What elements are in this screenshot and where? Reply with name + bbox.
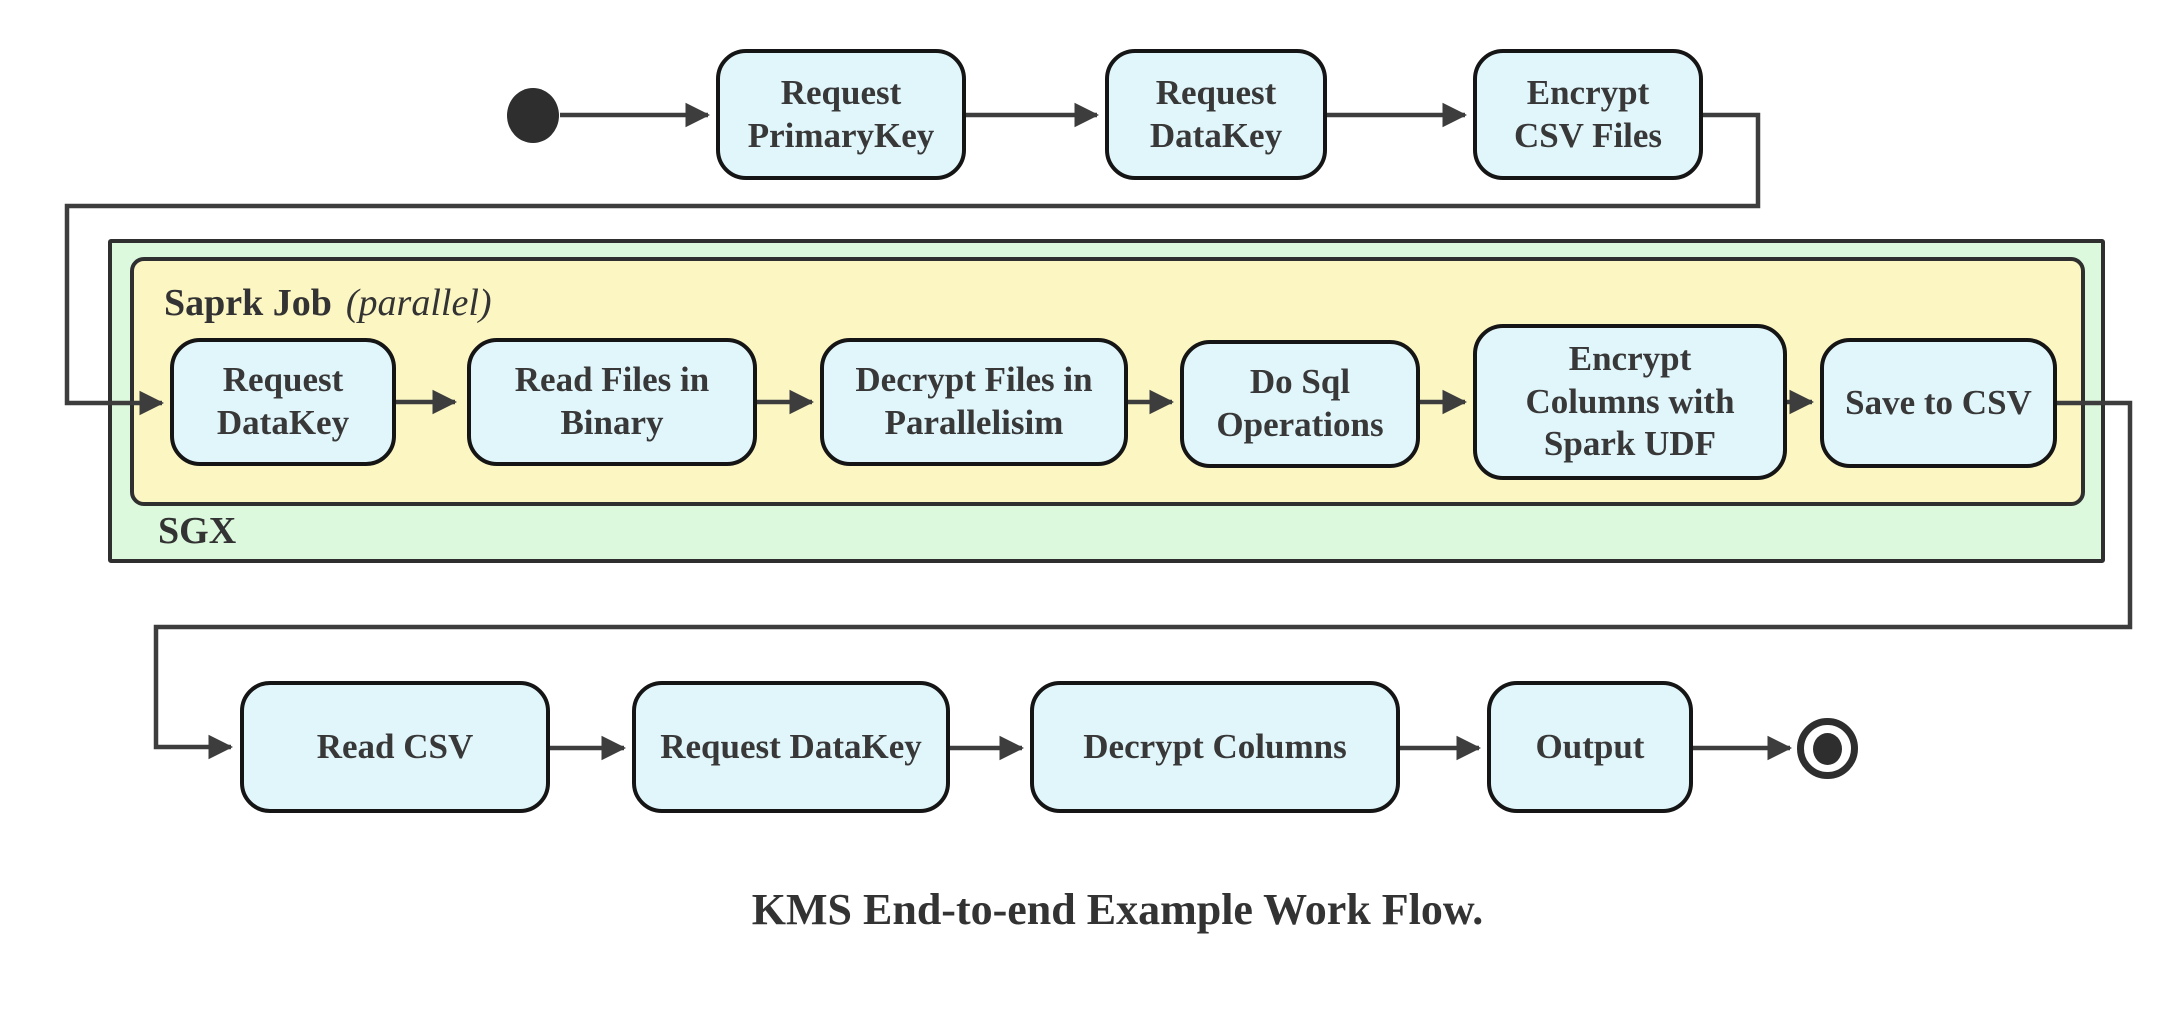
end-state-inner-dot bbox=[1813, 732, 1842, 765]
spark-job-parallel-qualifier: (parallel) bbox=[345, 282, 492, 324]
spark-job-title: Saprk Job bbox=[164, 282, 332, 324]
node-read-files-in-binary: Read Files in Binary bbox=[467, 338, 757, 466]
node-save-to-csv: Save to CSV bbox=[1820, 338, 2057, 468]
spark-job-container-label: Saprk Job (parallel) bbox=[164, 281, 492, 325]
node-do-sql-operations: Do Sql Operations bbox=[1180, 340, 1420, 468]
start-state-node bbox=[507, 88, 559, 143]
sgx-container-label: SGX bbox=[158, 510, 237, 552]
node-request-datakey-sgx: Request DataKey bbox=[170, 338, 396, 466]
node-output: Output bbox=[1487, 681, 1693, 813]
end-state-node bbox=[1797, 718, 1858, 779]
node-request-primarykey: Request PrimaryKey bbox=[716, 49, 966, 180]
node-read-csv: Read CSV bbox=[240, 681, 550, 813]
node-encrypt-columns-with-spark-udf: Encrypt Columns with Spark UDF bbox=[1473, 324, 1787, 480]
edge-encrypt-csv-files-to-sgx-request-datakey bbox=[64, 112, 1761, 416]
node-request-datakey-final: Request DataKey bbox=[632, 681, 950, 813]
node-decrypt-columns: Decrypt Columns bbox=[1030, 681, 1400, 813]
node-request-datakey-top: Request DataKey bbox=[1105, 49, 1327, 180]
node-decrypt-files-in-parallelisim: Decrypt Files in Parallelisim bbox=[820, 338, 1128, 466]
node-encrypt-csv-files: Encrypt CSV Files bbox=[1473, 49, 1703, 180]
diagram-caption: KMS End-to-end Example Work Flow. bbox=[751, 885, 1484, 934]
edge-save-to-csv-to-read-csv bbox=[153, 400, 2133, 760]
